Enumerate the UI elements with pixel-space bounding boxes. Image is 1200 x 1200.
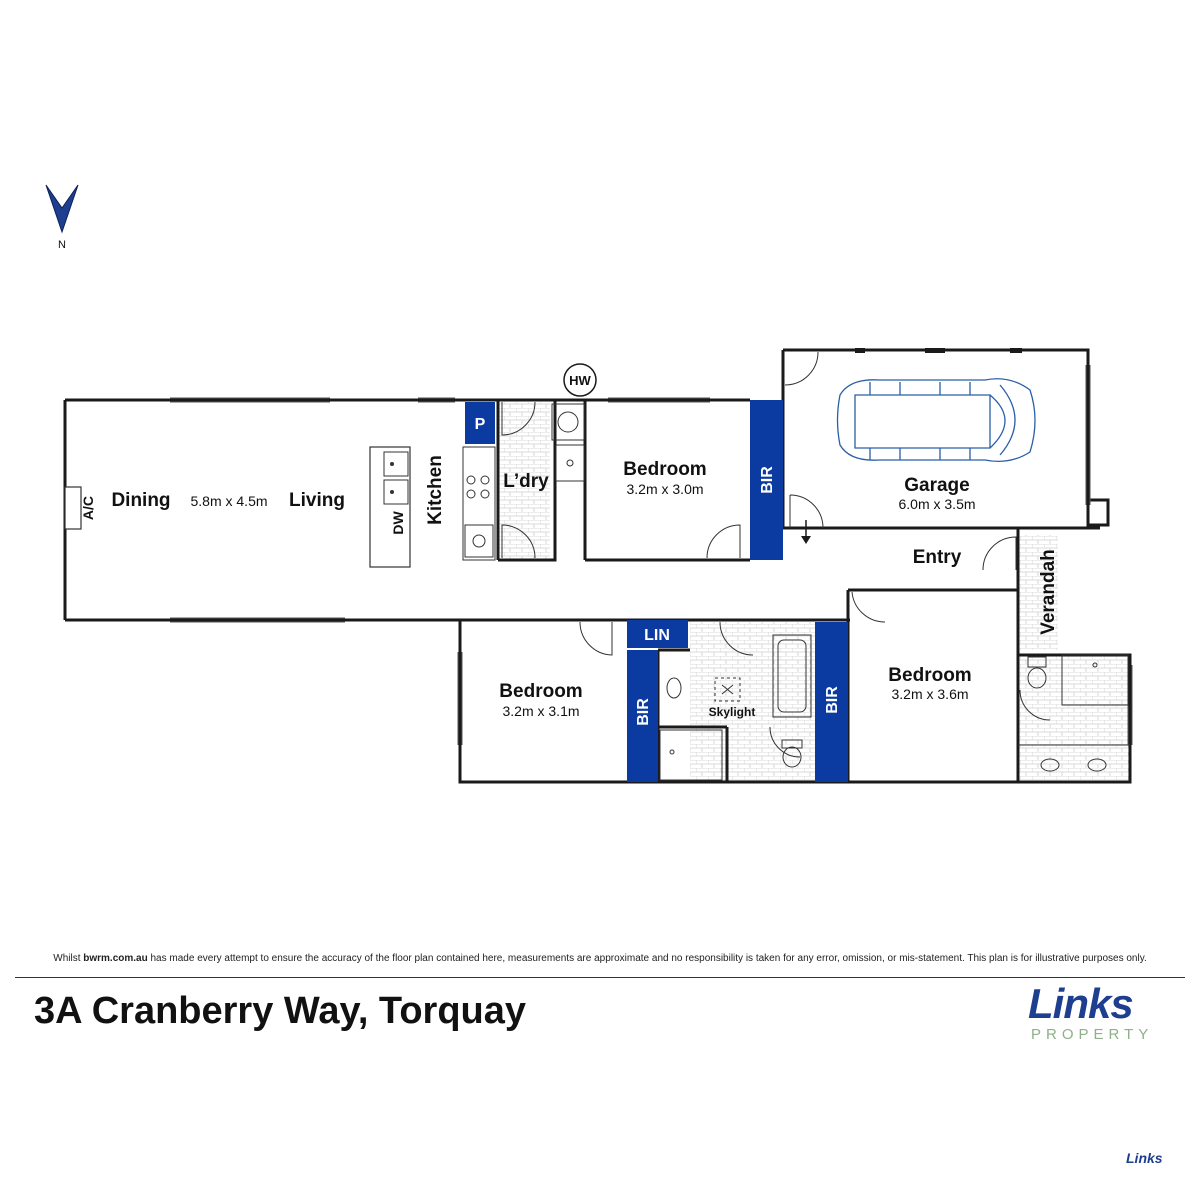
dishwasher-label: DW [390, 511, 406, 535]
disclaimer-pre: Whilst [53, 953, 84, 964]
living-label: Living [289, 490, 345, 511]
agency-logo: Links PROPERTY [1028, 982, 1168, 1052]
bir-top-closet [750, 400, 783, 560]
bir-top-label: BIR [759, 466, 776, 494]
bir-left-closet [627, 650, 658, 782]
bathroom-tile-area [690, 622, 815, 782]
windows [170, 365, 1133, 745]
property-address: 3A Cranberry Way, Torquay [34, 990, 527, 1032]
pantry-closet [465, 402, 495, 444]
garage-door-marks [855, 348, 1022, 353]
floor-plan: N [45, 184, 1133, 784]
verandah-tile-area [1018, 535, 1058, 650]
kitchen-bench [462, 446, 496, 561]
bedroom-top-dims: 3.2m x 3.0m [626, 481, 703, 497]
disclaimer-site: bwrm.com.au [83, 953, 148, 964]
bir-right-closet [815, 622, 848, 782]
kitchen-label: Kitchen [425, 455, 446, 525]
door-swings [501, 351, 1051, 758]
entry-label: Entry [913, 547, 962, 568]
laundry-fixtures [551, 403, 585, 482]
car-icon [836, 378, 1036, 463]
closets: P BIR LIN BIR BIR [465, 400, 848, 782]
north-arrow-icon: N [45, 184, 79, 251]
disclaimer: Whilst bwrm.com.au has made every attemp… [0, 953, 1200, 964]
logo-subtitle: PROPERTY [1031, 1026, 1154, 1043]
bedroom-right-dims: 3.2m x 3.6m [891, 686, 968, 702]
garage-label: Garage [904, 475, 969, 496]
garage-dims: 6.0m x 3.5m [898, 496, 975, 512]
linen-closet [627, 620, 688, 648]
laundry-label: L’dry [503, 471, 549, 492]
hot-water-unit [563, 363, 597, 397]
walls [63, 348, 1132, 784]
skylight-label: Skylight [709, 705, 756, 719]
logo-wordmark: Links [1028, 980, 1134, 1027]
ac-label: A/C [80, 496, 96, 520]
bir-left-label: BIR [635, 698, 652, 726]
bedroom-left-label: Bedroom [499, 681, 582, 702]
compass-label: N [58, 239, 66, 251]
entry-arrow-icon [801, 520, 811, 544]
disclaimer-post: has made every attempt to ensure the acc… [147, 953, 1147, 964]
bathroom-fixtures [659, 634, 812, 781]
linen-label: LIN [644, 627, 670, 644]
bir-right-label: BIR [824, 686, 841, 714]
footer-divider [15, 977, 1185, 978]
dining-label: Dining [111, 490, 170, 511]
kitchen-island [369, 446, 411, 568]
bedroom-right-label: Bedroom [888, 665, 971, 686]
hot-water-label: HW [569, 373, 591, 388]
ensuite-fixtures [1018, 654, 1130, 772]
bedroom-left-dims: 3.2m x 3.1m [502, 703, 579, 719]
verandah-label: Verandah [1038, 549, 1059, 635]
small-logo: Links [1126, 1150, 1163, 1166]
ensuite-tile-area [1018, 655, 1130, 780]
pantry-label: P [475, 416, 486, 433]
ac-unit [64, 486, 82, 530]
bedroom-top-label: Bedroom [623, 459, 706, 480]
living-area-dims: 5.8m x 4.5m [190, 493, 267, 509]
skylight-icon [714, 677, 741, 702]
